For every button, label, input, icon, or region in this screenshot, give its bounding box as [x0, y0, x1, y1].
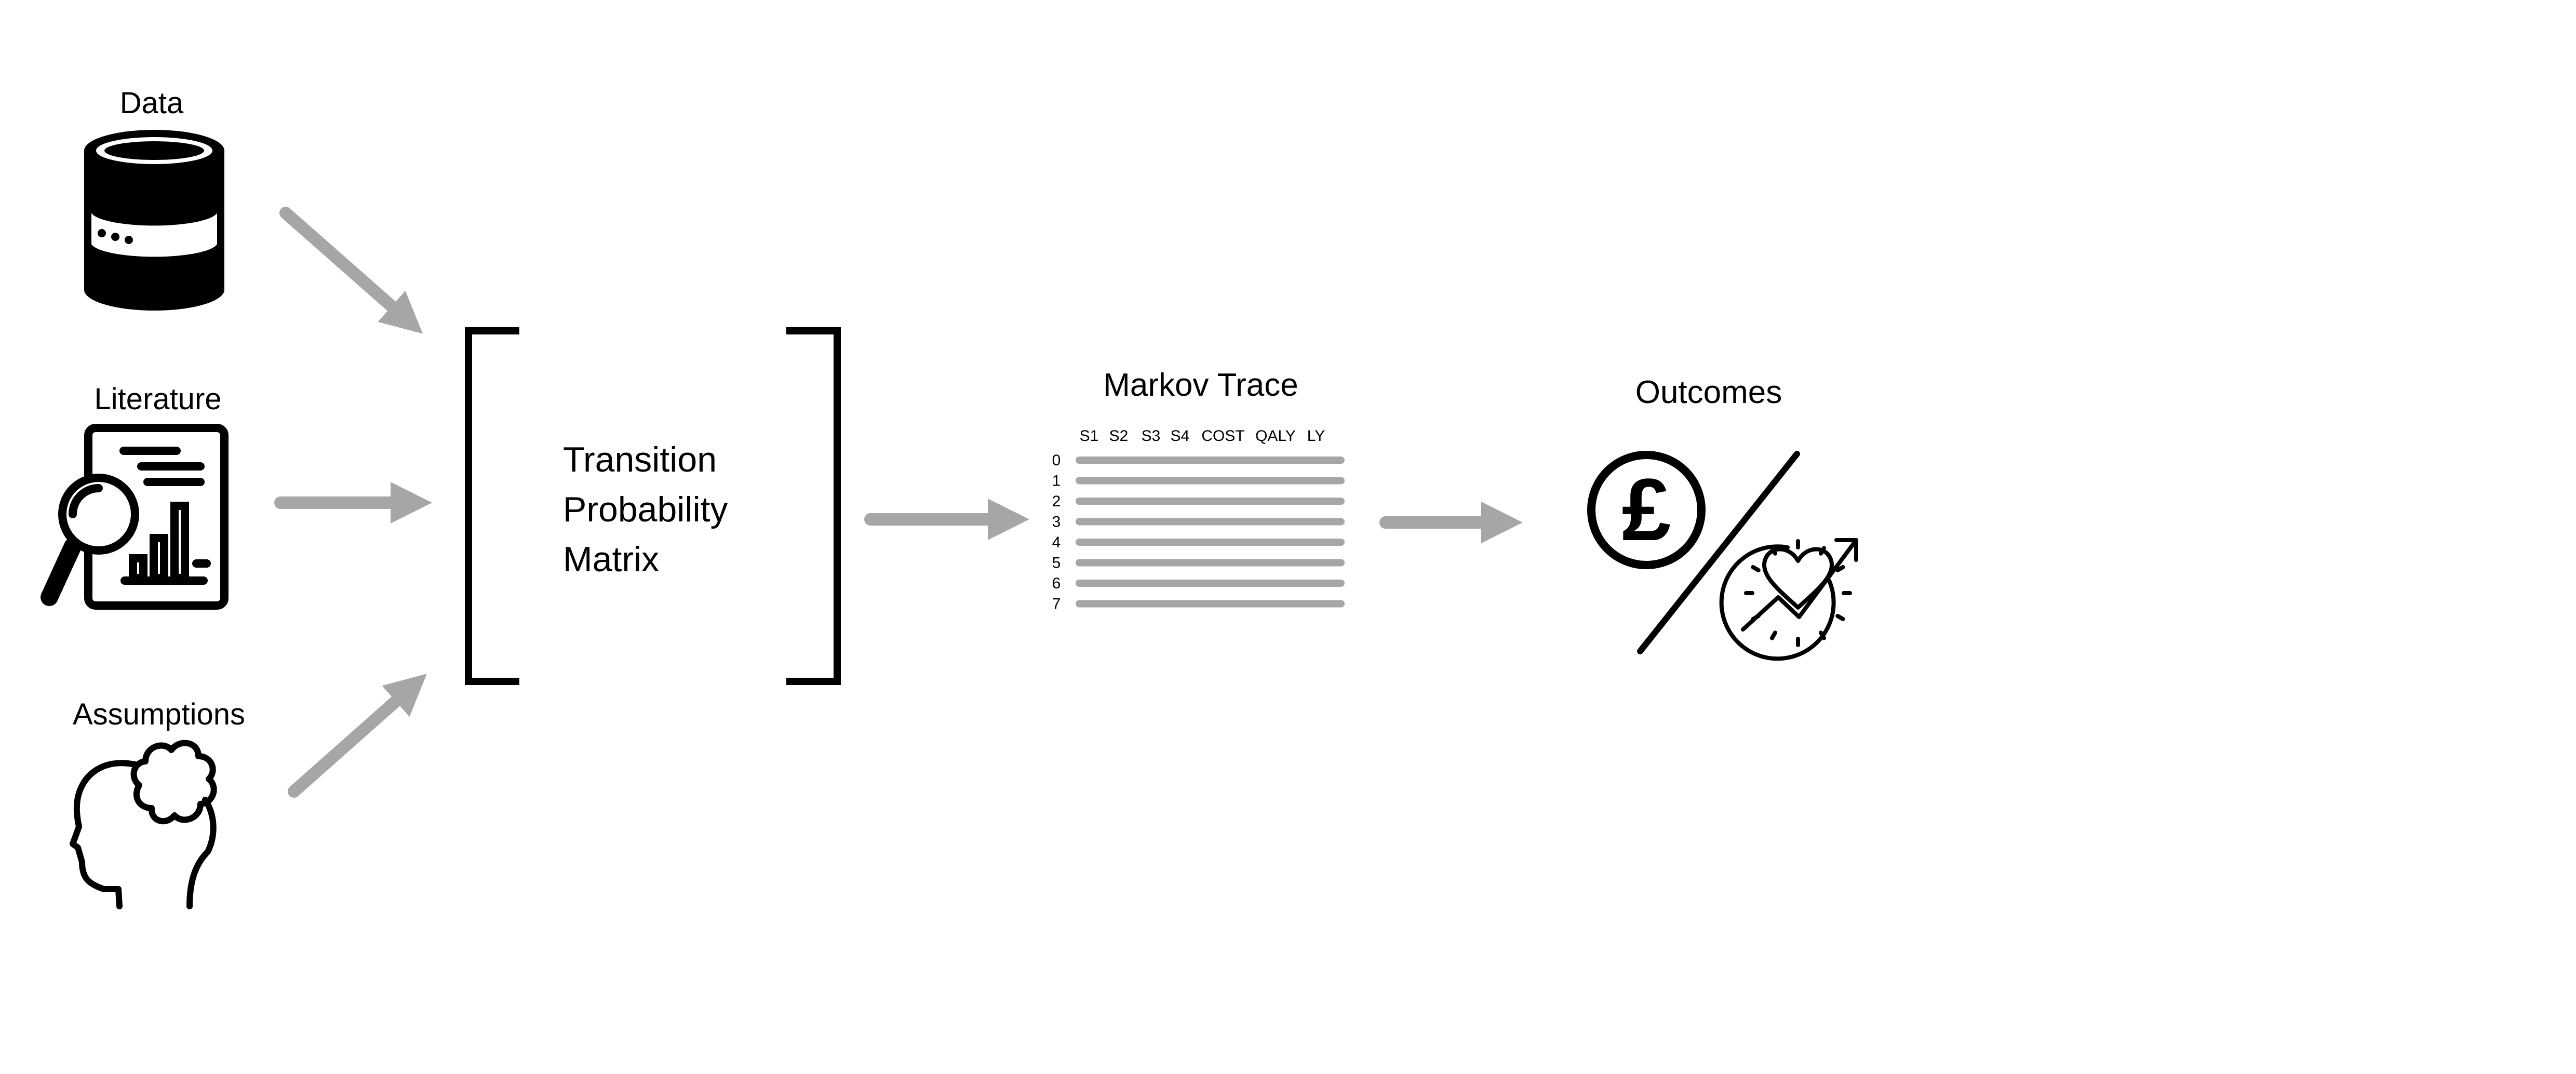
report-magnifier-icon — [41, 424, 229, 610]
trace-row: 2 — [1052, 493, 1345, 510]
trace-row-index: 0 — [1052, 452, 1061, 469]
trace-row: 7 — [1052, 596, 1345, 613]
outcomes-title: Outcomes — [1635, 374, 1782, 410]
trace-row: 4 — [1052, 534, 1345, 551]
data-to-matrix-arrow — [279, 207, 423, 334]
trace-row: 1 — [1052, 473, 1345, 490]
trace-title: Markov Trace — [1103, 367, 1298, 403]
trace-column-header: QALY — [1255, 427, 1296, 445]
trace-row: 0 — [1052, 452, 1345, 469]
data-label: Data — [120, 86, 184, 120]
assumptions-label: Assumptions — [73, 697, 245, 731]
trace-column-header: S4 — [1171, 427, 1190, 445]
trace-column-headers: S1 S2 S3 S4 COST QALY LY — [1080, 427, 1325, 445]
database-icon — [84, 130, 224, 311]
trace-column-header: COST — [1201, 427, 1244, 445]
matrix-left-bracket — [465, 327, 519, 685]
trace-row-index: 6 — [1052, 575, 1061, 592]
trace-row-index: 5 — [1052, 555, 1061, 572]
matrix-label-line3: Matrix — [563, 540, 659, 579]
clock-tick — [1835, 565, 1845, 572]
pound-coin-icon: £ — [1587, 451, 1706, 569]
clock-tick — [1770, 630, 1777, 640]
clock-tick — [1835, 614, 1845, 621]
trace-row-index: 7 — [1052, 596, 1061, 613]
trace-row: 6 — [1052, 575, 1345, 592]
trace-column-header: S2 — [1109, 427, 1129, 445]
trace-row-index: 1 — [1052, 473, 1061, 490]
clock-tick — [1819, 630, 1826, 640]
trace-row: 5 — [1052, 555, 1345, 572]
clock-tick — [1751, 565, 1761, 572]
trace-rows: 0 1 2 3 4 5 6 7 — [1052, 452, 1345, 613]
matrix-right-bracket — [786, 327, 841, 685]
outcome-divider — [1637, 451, 1800, 654]
assumptions-to-matrix-arrow — [288, 674, 427, 798]
trace-row-index: 2 — [1052, 493, 1061, 510]
heart-clock-icon — [1719, 538, 1858, 661]
head-thought-icon — [70, 740, 217, 909]
matrix-label: Transition Probability Matrix — [563, 440, 728, 579]
literature-label: Literature — [94, 382, 221, 416]
trace-row-index: 3 — [1052, 514, 1061, 531]
currency-symbol: £ — [1622, 461, 1671, 559]
trace-row-index: 4 — [1052, 534, 1061, 551]
matrix-label-line1: Transition — [563, 440, 717, 479]
trace-column-header: S1 — [1080, 427, 1099, 445]
matrix-label-line2: Probability — [563, 490, 728, 529]
trace-column-header: S3 — [1142, 427, 1161, 445]
trace-row: 3 — [1052, 514, 1345, 531]
trace-column-header: LY — [1307, 427, 1325, 445]
